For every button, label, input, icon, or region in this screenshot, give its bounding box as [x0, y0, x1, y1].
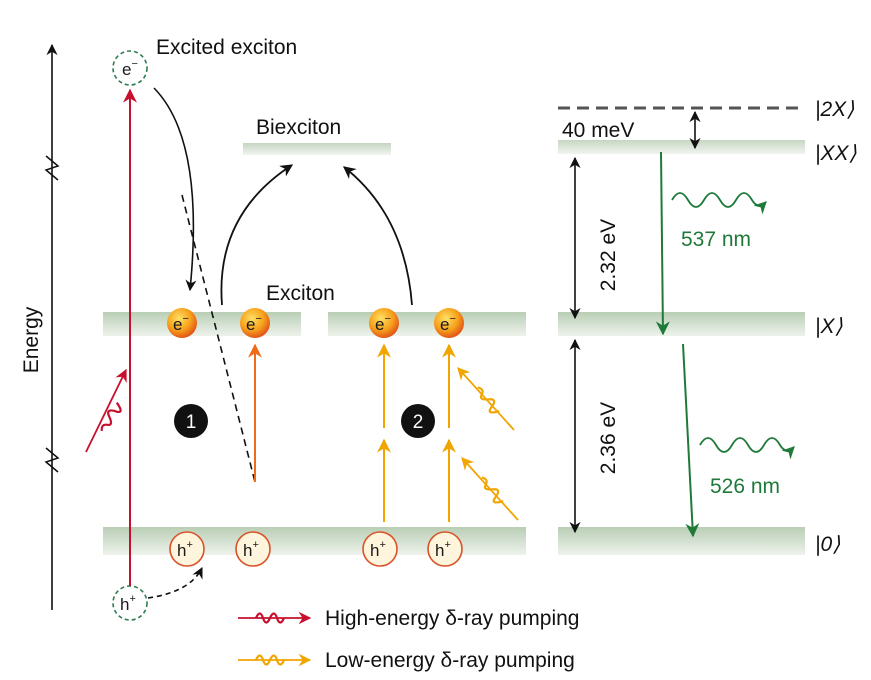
hole-transfer-arrow: [147, 566, 203, 599]
excited-electron: e−: [112, 50, 148, 86]
level-x: [558, 312, 805, 336]
svg-text:h+: h+: [243, 539, 259, 560]
biexciton-label: Biexciton: [256, 116, 341, 139]
low-energy-photon-icon-lower: [461, 457, 519, 521]
emission-x-0-arrow: [682, 343, 700, 538]
gap-40mev-label: 40 meV: [562, 119, 634, 142]
excited-exciton-label: Excited exciton: [156, 36, 297, 59]
process-marker-2: 2: [401, 404, 435, 438]
state-xx-label: |XX⟩: [815, 142, 857, 165]
exciton-electron-1: e−: [167, 308, 197, 338]
energy-axis-label: Energy: [20, 306, 43, 373]
ground-hole-2: h+: [235, 531, 271, 567]
ground-hole-4: h+: [427, 531, 463, 567]
exciton-band-right: [328, 312, 526, 336]
biexciton-formation-arrow-right: [343, 166, 413, 306]
svg-text:2: 2: [413, 412, 424, 433]
exciton-electron-2: e−: [240, 308, 270, 338]
level-xx: [558, 140, 805, 154]
energy-axis: Energy: [20, 43, 60, 610]
excited-hole: h+: [112, 585, 148, 621]
state-x-label: |X⟩: [815, 315, 843, 338]
ground-hole-3: h+: [362, 531, 398, 567]
legend-high-energy: High-energy δ-ray pumping: [238, 607, 579, 630]
svg-text:h+: h+: [435, 539, 451, 560]
level-0: [558, 527, 805, 555]
svg-text:e−: e−: [375, 313, 391, 334]
photon-537-icon: [671, 192, 767, 215]
svg-text:e−: e−: [122, 58, 138, 79]
legend: High-energy δ-ray pumping Low-energy δ-r…: [238, 607, 579, 672]
legend-low-energy-label: Low-energy δ-ray pumping: [325, 649, 575, 672]
svg-text:e−: e−: [173, 313, 189, 334]
process-marker-1: 1: [174, 404, 208, 438]
energy-x-0-label: 2.36 eV: [597, 402, 620, 474]
exciton-electron-4: e−: [434, 308, 464, 338]
svg-text:e−: e−: [440, 313, 456, 334]
exciton-electron-3: e−: [369, 308, 399, 338]
svg-text:h+: h+: [370, 539, 386, 560]
relaxation-arrow: [153, 87, 197, 292]
svg-text:e−: e−: [246, 313, 262, 334]
state-2x-label: |2X⟩: [815, 98, 854, 121]
biexciton-band: [243, 143, 391, 155]
biexciton-formation-arrow-left: [220, 164, 294, 306]
low-energy-photon-icon-upper: [457, 367, 515, 431]
state-0-label: |0⟩: [815, 533, 840, 556]
svg-text:h+: h+: [177, 539, 193, 560]
photon-526-icon: [699, 437, 795, 460]
exciton-label: Exciton: [266, 282, 335, 305]
emission-xx-x-arrow: [655, 151, 670, 336]
high-energy-photon-icon: [85, 368, 127, 453]
svg-text:h+: h+: [120, 593, 136, 614]
dashed-decay-line: [181, 194, 256, 483]
svg-text:1: 1: [186, 412, 197, 433]
emission-537-label: 537 nm: [681, 228, 751, 251]
ground-hole-1: h+: [169, 531, 205, 567]
energy-xx-x-label: 2.32 eV: [597, 219, 620, 291]
legend-high-energy-label: High-energy δ-ray pumping: [325, 607, 579, 630]
legend-low-energy: Low-energy δ-ray pumping: [238, 649, 575, 672]
stepwise-excitation-arrows: [377, 343, 456, 522]
exciton-band-left: [103, 312, 301, 336]
emission-526-label: 526 nm: [710, 475, 780, 498]
